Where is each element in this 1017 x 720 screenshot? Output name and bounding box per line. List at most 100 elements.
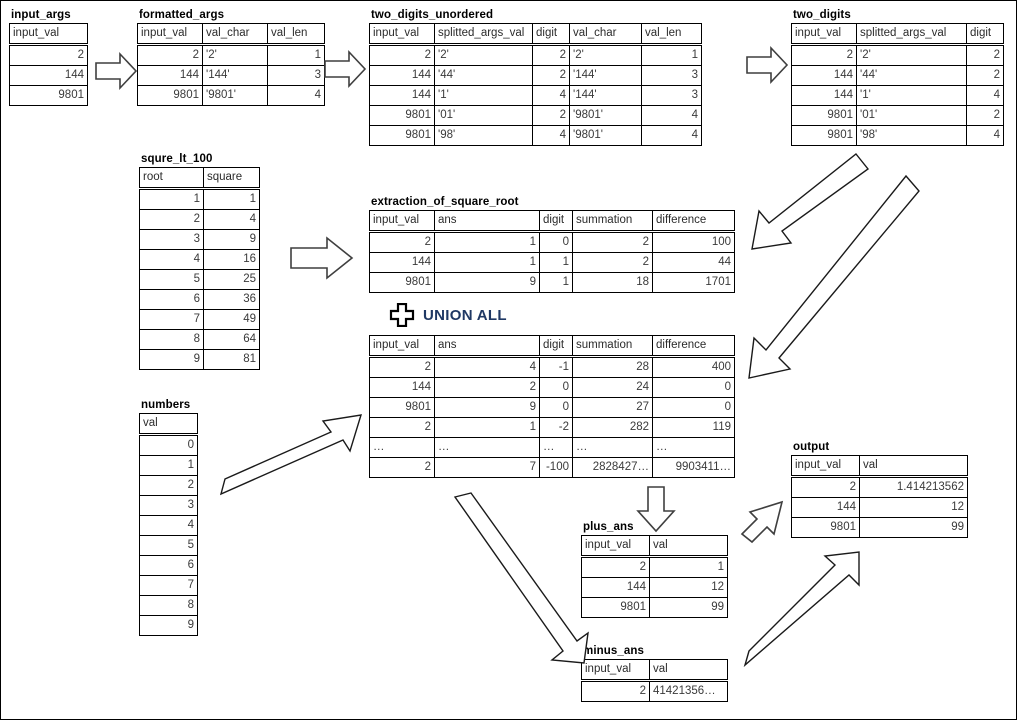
table-cell: 64 <box>203 329 260 350</box>
column-header: summation <box>572 210 653 233</box>
table-cell: 4 <box>139 249 204 270</box>
table-cell: 49 <box>203 309 260 330</box>
table-row: 144 <box>9 65 88 86</box>
table-cell: 3 <box>267 65 325 86</box>
table-cell: 25 <box>203 269 260 290</box>
arrow-formatted-args-to-two-digits-unordered <box>324 49 367 89</box>
table-cell: … <box>652 437 735 458</box>
table-cell: 2 <box>966 105 1004 126</box>
column-header: ans <box>434 210 540 233</box>
table-cell: 2 <box>532 65 570 86</box>
table-cell: … <box>434 437 540 458</box>
table-cell: 282 <box>572 417 653 438</box>
table-cell: … <box>572 437 653 458</box>
table-row: 0 <box>139 434 198 456</box>
table-row: 9801'98'4'9801'4 <box>369 125 702 146</box>
table-cell: 1 <box>139 188 204 210</box>
column-header: root <box>139 167 204 190</box>
table-cell: 100 <box>652 231 735 253</box>
arrow-squre-lt-100-to-extraction <box>290 236 354 280</box>
column-header: input_val <box>581 535 650 558</box>
column-header: splitted_args_val <box>856 23 967 46</box>
table-row: 9 <box>139 615 198 636</box>
table-cell: '2' <box>202 44 268 66</box>
column-header: val_char <box>569 23 642 46</box>
table-cell: 3 <box>641 85 702 106</box>
table-cell: 2 <box>532 105 570 126</box>
table-row: 9801'9801'4 <box>137 85 325 106</box>
table-cell: 9801 <box>137 85 203 106</box>
table-cell: 1 <box>203 188 260 210</box>
table-cell: 2 <box>572 252 653 273</box>
table-cell: 1 <box>641 44 702 66</box>
column-header: input_val <box>369 23 435 46</box>
table-cell: 0 <box>539 231 573 253</box>
table-row: 5 <box>139 535 198 556</box>
arrow-two-digits-unordered-to-two-digits <box>746 45 789 85</box>
table-cell: 1 <box>649 556 728 578</box>
table-cell: 2 <box>369 356 435 378</box>
table-cell: 4 <box>966 125 1004 146</box>
table-row: 2'2'2 <box>791 44 1004 66</box>
table-row: 2'2'2'2'1 <box>369 44 702 66</box>
table-cell: 144 <box>791 497 860 518</box>
table-cell: -1 <box>539 356 573 378</box>
table-cell: 9801 <box>369 397 435 418</box>
table-cell: 16 <box>203 249 260 270</box>
table-cell: 9801 <box>369 105 435 126</box>
table-row: 6 <box>139 555 198 576</box>
table-title: formatted_args <box>139 9 225 21</box>
table-cell: 2 <box>581 556 650 578</box>
table-row: 144'44'2 <box>791 65 1004 86</box>
arrow-union-to-minus-ans <box>453 492 589 664</box>
table-row: 3 <box>139 495 198 516</box>
table-header-row: val <box>139 413 198 436</box>
table-cell: '2' <box>569 44 642 66</box>
column-header: val <box>859 455 968 478</box>
table-cell: 1 <box>434 417 540 438</box>
table-cell: 9801 <box>791 105 857 126</box>
column-header: input_val <box>369 210 435 233</box>
table-cell: 144 <box>369 252 435 273</box>
table-cell: 99 <box>859 517 968 538</box>
table-title: numbers <box>141 399 191 411</box>
table-cell: 7 <box>434 457 540 478</box>
table-row: 144'144'3 <box>137 65 325 86</box>
arrow-numbers-to-union <box>219 414 362 496</box>
table-cell: '1' <box>434 85 533 106</box>
table-row: 7 <box>139 575 198 596</box>
table-cell: 81 <box>203 349 260 370</box>
table-cell: '98' <box>856 125 967 146</box>
table-cell: '44' <box>856 65 967 86</box>
column-header: input_val <box>581 659 650 682</box>
table-cell: 9 <box>434 397 540 418</box>
table-cell: 9801 <box>791 517 860 538</box>
table-cell: 4 <box>203 209 260 230</box>
table-cell: 9801 <box>369 125 435 146</box>
table-cell: 2 <box>139 475 198 496</box>
arrow-two-digits-to-union <box>748 174 920 379</box>
table-cell: 2 <box>791 476 860 498</box>
table-cell: 3 <box>641 65 702 86</box>
table-cell: '144' <box>569 85 642 106</box>
table-cell: 4 <box>532 85 570 106</box>
table-row: 1 <box>139 455 198 476</box>
table-cell: 2 <box>369 457 435 478</box>
